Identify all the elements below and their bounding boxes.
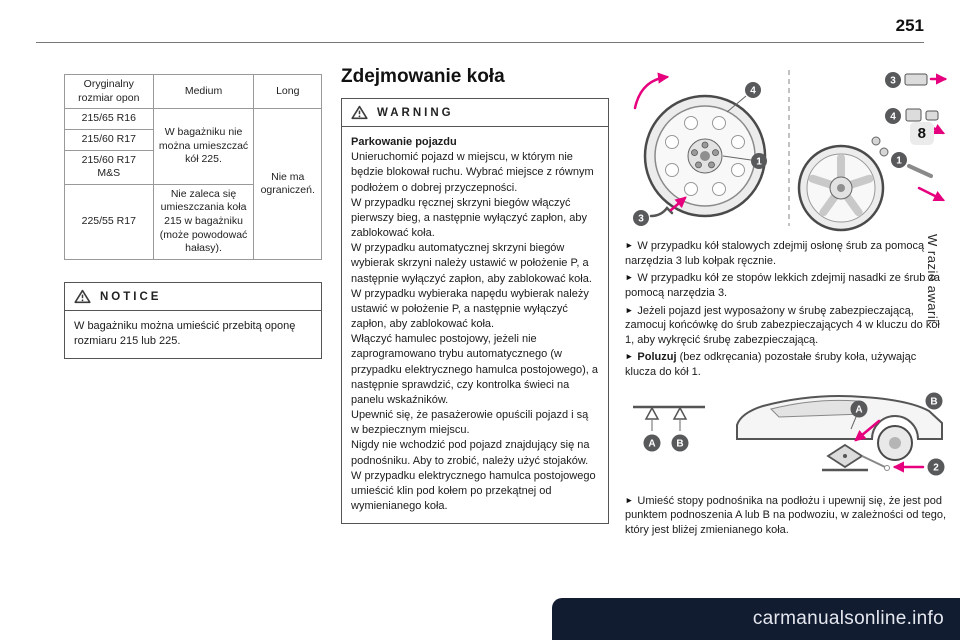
svg-text:1: 1 — [896, 156, 902, 167]
notice-text: W bagażniku można umieścić przebitą opon… — [74, 320, 296, 348]
warning-triangle-icon — [351, 105, 368, 120]
callout-3: 3 — [885, 72, 901, 88]
notice-body: W bagażniku można umieścić przebitą opon… — [65, 311, 321, 358]
svg-text:A: A — [855, 404, 862, 415]
svg-text:A: A — [648, 438, 655, 449]
car-jack-diagram: A B 2 — [736, 392, 945, 476]
cap-tool-icon — [904, 73, 928, 86]
bullet-arrow-icon: ► — [625, 351, 634, 362]
svg-text:1: 1 — [756, 157, 762, 168]
scissor-jack-icon — [822, 443, 890, 471]
callout-4: 4 — [885, 108, 901, 124]
callout-b: B — [671, 434, 689, 452]
instruction-bullet: ►W przypadku kół stalowych zdejmij osłon… — [625, 240, 925, 267]
right-column: 4 1 3 — [625, 64, 950, 541]
remove-cover-arrow-icon — [633, 72, 670, 110]
svg-text:4: 4 — [890, 112, 896, 123]
watermark-banner: carmanualsonline.info — [552, 598, 960, 640]
instruction-bullet: ►Poluzuj (bez odkręcania) pozostałe śrub… — [625, 351, 917, 378]
warning-paragraph: W przypadku elektrycznego hamulca postoj… — [351, 469, 596, 513]
warning-paragraph: W przypadku automatycznej skrzyni biegów… — [351, 242, 592, 285]
col-header-medium: Medium — [152, 73, 255, 110]
steel-wheel-panel — [643, 94, 767, 218]
svg-text:4: 4 — [750, 86, 756, 97]
warning-body: Parkowanie pojazdu Unieruchomić pojazd w… — [342, 127, 608, 523]
warning-paragraph: Unieruchomić pojazd w miejscu, w którym … — [351, 151, 594, 194]
warning-title: WARNING — [377, 106, 454, 119]
page-number: 251 — [895, 16, 924, 35]
warning-paragraph: Włączyć hamulec postojowy, jeżeli nie za… — [351, 333, 599, 406]
middle-column: Zdejmowanie koła WARNING Parkowanie poja… — [341, 66, 609, 525]
hook-tool-icon — [649, 206, 674, 218]
warning-paragraph: W przypadku ręcznej skrzyni biegów włącz… — [351, 196, 588, 240]
warning-paragraph: Nigdy nie wchodzić pod pojazd znajdujący… — [351, 439, 590, 467]
medium-note-bottom-cell: Nie zaleca się umieszczania koła 215 w b… — [152, 183, 255, 261]
watermark-text: carmanualsonline.info — [752, 608, 944, 629]
bullet-arrow-icon: ► — [625, 240, 634, 250]
callout-2: 2 — [927, 458, 945, 476]
svg-text:B: B — [676, 438, 683, 449]
warning-header: WARNING — [342, 99, 608, 127]
tire-size-cell: 215/60 R17 M&S — [64, 149, 154, 185]
col-header-long: Long — [253, 73, 322, 110]
notice-title: NOTICE — [100, 290, 162, 303]
callout-b: B — [925, 392, 943, 410]
wheel-removal-figure: 4 1 3 — [625, 64, 950, 232]
lift-point-arrow-icon — [854, 419, 881, 442]
warning-box: WARNING Parkowanie pojazdu Unieruchomić … — [341, 98, 609, 525]
tire-size-table: Oryginalny rozmiar opon Medium Long 215/… — [64, 73, 322, 261]
instruction-bullet: ►W przypadku kół ze stopów lekkich zdejm… — [625, 272, 941, 299]
callout-1: 1 — [722, 153, 767, 169]
callout-4: 4 — [726, 82, 761, 113]
socket-icon — [905, 108, 922, 122]
chapter-side-label: W razie awarii — [925, 234, 940, 323]
callout-1: 1 — [891, 152, 907, 168]
jacking-points-diagram: A B — [633, 405, 705, 452]
tire-size-cell: 215/60 R17 — [64, 128, 154, 151]
col-header-original: Oryginalny rozmiar opon — [64, 73, 154, 110]
callout-a: A — [643, 434, 661, 452]
bullet-arrow-icon: ► — [625, 304, 634, 315]
svg-text:B: B — [930, 396, 937, 407]
left-column: Oryginalny rozmiar opon Medium Long 215/… — [64, 73, 322, 360]
turn-arrow-icon — [917, 186, 946, 202]
notice-box: NOTICE W bagażniku można umieścić przebi… — [64, 282, 322, 360]
instruction-bullet: ►Jeżeli pojazd jest wyposażony w śrubę z… — [625, 304, 940, 346]
jack-placement-figure: A B — [625, 386, 950, 487]
section-title: Zdejmowanie koła — [341, 66, 505, 87]
alloy-wheel-panel — [797, 136, 889, 232]
tire-size-cell: 215/65 R16 — [64, 108, 154, 130]
callout-a: A — [850, 400, 868, 429]
socket-icon — [925, 110, 939, 121]
bullet-arrow-icon: ► — [625, 272, 634, 283]
chapter-tab: 8 — [909, 122, 934, 145]
warning-paragraph: Upewnić się, że pasażerowie opuścili poj… — [351, 409, 589, 437]
callout-3: 3 — [633, 210, 649, 226]
warning-paragraph: W przypadku wybieraka napędu wybierak na… — [351, 287, 589, 331]
notice-header: NOTICE — [65, 283, 321, 312]
svg-text:3: 3 — [638, 214, 644, 225]
warning-triangle-icon — [74, 289, 91, 304]
svg-text:2: 2 — [933, 462, 939, 473]
wheel-wrench-icon — [907, 164, 933, 178]
tire-size-cell: 225/55 R17 — [64, 183, 154, 261]
bullet-arrow-icon: ► — [625, 494, 634, 505]
svg-text:3: 3 — [890, 76, 896, 87]
medium-note-top-cell: W bagażniku nie można umieszczać kół 225… — [152, 108, 255, 185]
warning-subtitle: Parkowanie pojazdu — [351, 136, 457, 148]
instruction-bullet: ►Umieść stopy podnośnika na podłożu i up… — [625, 494, 947, 536]
header-divider — [36, 42, 924, 43]
long-note-cell: Nie ma ograniczeń. — [253, 108, 322, 261]
pry-arrow-icon — [669, 196, 687, 212]
